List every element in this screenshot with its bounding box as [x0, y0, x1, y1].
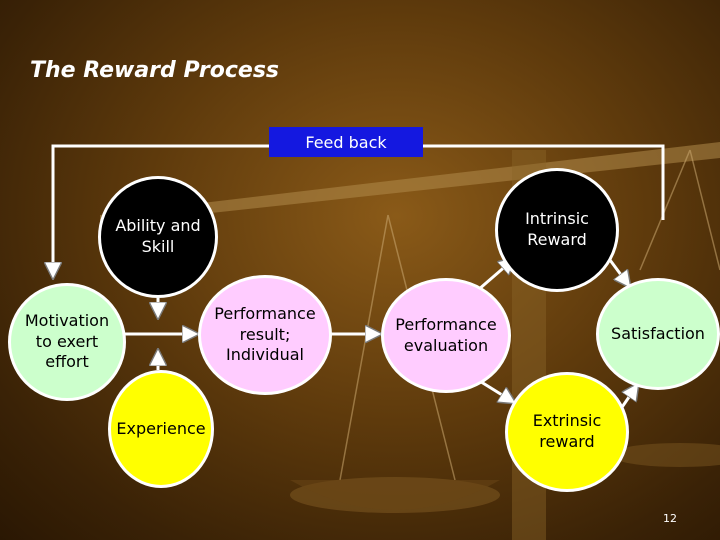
- motivation-node: Motivation to exert effort: [8, 283, 126, 401]
- motivation-label: Motivation to exert effort: [24, 310, 110, 372]
- satisfaction-label: Satisfaction: [611, 323, 705, 343]
- performance-result-label: Performance result; Individual: [214, 303, 316, 365]
- page-title: The Reward Process: [30, 58, 280, 83]
- ability-label: Ability and Skill: [115, 216, 201, 256]
- satisfaction-node: Satisfaction: [596, 278, 720, 390]
- feedback-box: Feed back: [269, 127, 423, 157]
- arrow-intrinsic-to-satisfaction: [608, 259, 630, 287]
- extrinsic-reward-node: Extrinsic reward: [505, 372, 629, 492]
- performance-result-node: Performance result; Individual: [198, 275, 332, 395]
- arrow-evaluation-to-extrinsic: [477, 378, 515, 403]
- ability-node: Ability and Skill: [98, 176, 218, 298]
- experience-label: Experience: [116, 418, 206, 438]
- page-number: 12: [663, 512, 677, 525]
- intrinsic-reward-label: Intrinsic Reward: [525, 209, 589, 249]
- experience-node: Experience: [108, 370, 214, 488]
- intrinsic-reward-node: Intrinsic Reward: [495, 168, 619, 292]
- performance-evaluation-node: Performance evaluation: [381, 278, 511, 393]
- performance-evaluation-label: Performance evaluation: [395, 314, 497, 355]
- extrinsic-reward-label: Extrinsic reward: [532, 411, 602, 451]
